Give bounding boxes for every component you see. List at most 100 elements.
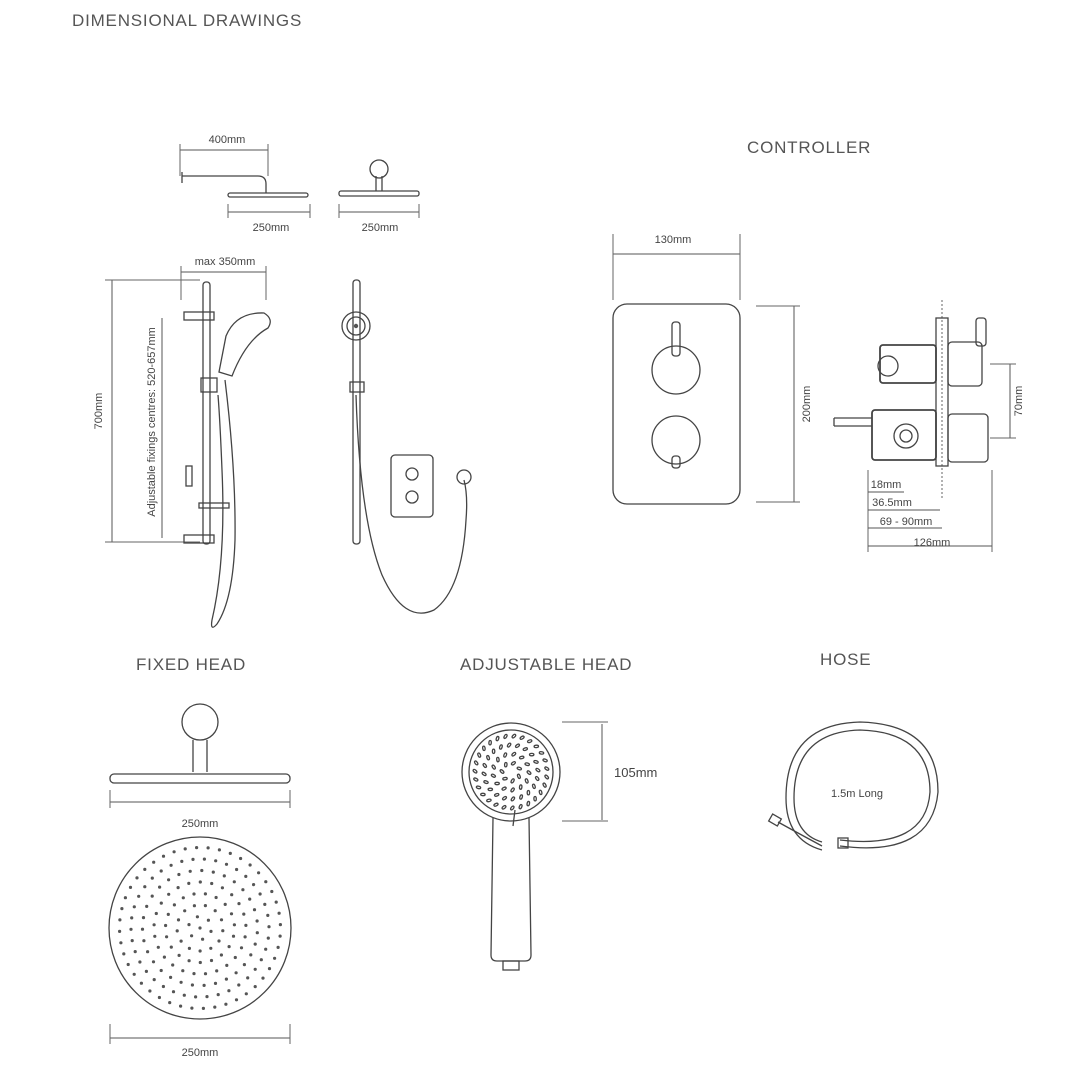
- handset-selector: [512, 809, 516, 827]
- upper-lever-side: [975, 317, 987, 347]
- nozzle-dot: [187, 881, 191, 886]
- nozzle-dot: [270, 889, 274, 894]
- nozzle-dot: [202, 983, 206, 988]
- nozzle-dot: [248, 897, 252, 901]
- handset-nozzle: [499, 769, 505, 774]
- nozzle-dot: [237, 902, 241, 906]
- nozzle-dot: [246, 976, 250, 980]
- nozzle-dot: [206, 846, 210, 850]
- nozzle-dot: [129, 927, 133, 931]
- nozzle-dot: [176, 886, 180, 890]
- nozzle-dot: [232, 923, 236, 927]
- fixed-head-detail: [108, 703, 292, 1044]
- section-title-adjustable-head: ADJUSTABLE HEAD: [460, 655, 632, 674]
- handset-nozzle: [488, 739, 492, 746]
- nozzle-dot: [190, 1006, 194, 1010]
- handset-side: [218, 312, 271, 377]
- nozzle-dot: [213, 1005, 217, 1009]
- handset-face: [341, 311, 371, 341]
- depth-total-label: 126mm: [914, 537, 951, 549]
- handset-nozzle: [510, 787, 515, 793]
- nozzle-dot: [252, 883, 256, 887]
- hose-cone-fitting: [837, 837, 849, 849]
- plate-height-label: 200mm: [801, 386, 813, 423]
- nozzle-dot: [179, 939, 183, 943]
- depth-b-label: 36.5mm: [872, 497, 912, 509]
- nozzle-dot: [200, 868, 204, 873]
- handset-nozzle: [503, 733, 508, 740]
- nozzle-dot: [229, 912, 234, 916]
- nozzle-dot: [182, 993, 186, 997]
- handset-nozzle: [526, 789, 531, 796]
- handset-nozzle: [524, 762, 531, 767]
- nozzle-dot: [228, 851, 232, 856]
- fixings-centres-label: Adjustable fixings centres: 520-657mm: [146, 327, 158, 517]
- nozzle-dot: [227, 945, 231, 949]
- nozzle-dot: [195, 915, 199, 919]
- controller-front-view: [612, 234, 800, 505]
- nozzle-dot: [266, 936, 270, 940]
- nozzle-dot: [201, 937, 205, 941]
- handset-height-label: 105mm: [614, 765, 657, 780]
- handset-face-detail: [461, 722, 561, 822]
- handset-nozzle: [493, 792, 500, 797]
- nozzle-dot: [162, 955, 166, 959]
- control-dial-lower: [405, 490, 419, 504]
- nozzle-dot: [139, 981, 143, 985]
- slider-bracket: [200, 377, 218, 393]
- overhead-arm-side-view: [179, 144, 311, 218]
- nozzle-dot: [253, 942, 257, 946]
- handset-nozzle: [533, 795, 537, 802]
- hose-outlet: [185, 465, 193, 487]
- handset-nozzle: [511, 751, 517, 757]
- arm-length-label: 400mm: [209, 134, 246, 146]
- nozzle-dot: [126, 962, 130, 967]
- nozzle-dot: [257, 871, 261, 875]
- nozzle-dot: [168, 1001, 172, 1005]
- nozzle-dot: [120, 907, 124, 911]
- outlet-spigot: [833, 417, 872, 427]
- nozzle-dot: [148, 989, 152, 993]
- nozzle-dot: [181, 969, 185, 973]
- handset-nozzle: [528, 752, 535, 757]
- nozzle-dot: [216, 993, 220, 997]
- nozzle-dot: [118, 929, 122, 934]
- nozzle-dot: [132, 905, 136, 909]
- handset-nozzle: [510, 796, 516, 802]
- handset-nozzle: [509, 805, 515, 811]
- nozzle-dot: [219, 953, 223, 957]
- body-height-label: 70mm: [1013, 386, 1025, 417]
- handset-nozzle: [491, 764, 496, 770]
- nozzle-dot: [141, 916, 146, 920]
- nozzle-dot: [153, 934, 157, 938]
- head-profile: [338, 190, 420, 197]
- handset-nozzle: [501, 795, 508, 801]
- depth-a-label: 18mm: [871, 479, 902, 491]
- hose-tail: [777, 821, 823, 847]
- riser-rail-side-view: [105, 266, 271, 628]
- nozzle-dot: [222, 874, 226, 878]
- rail-height-label: 700mm: [93, 393, 105, 430]
- nozzle-dot: [244, 923, 248, 928]
- bottom-wall-bracket: [183, 534, 215, 544]
- handset-nozzle: [483, 780, 489, 785]
- handset-nozzle: [538, 789, 543, 796]
- overhead-front-view: [338, 159, 420, 218]
- hose-detail: [767, 721, 939, 851]
- handset-nozzles: [472, 733, 550, 811]
- handset-nozzle: [526, 800, 531, 807]
- nozzle-dot: [239, 946, 244, 950]
- nozzle-dot: [135, 876, 139, 880]
- nozzle-dot: [192, 972, 196, 976]
- nozzle-dot: [142, 939, 146, 943]
- nozzle-dot: [191, 857, 195, 862]
- lower-dial-side: [947, 413, 989, 463]
- section-title-controller: CONTROLLER: [747, 138, 871, 157]
- riser-rail-front: [352, 279, 361, 545]
- handset-nozzle: [526, 770, 532, 775]
- nozzle-dot: [118, 918, 122, 922]
- nozzle-dot: [150, 876, 154, 880]
- nozzle-dot: [202, 857, 206, 861]
- wall-flange: [369, 159, 389, 179]
- handset-nozzle: [473, 760, 479, 766]
